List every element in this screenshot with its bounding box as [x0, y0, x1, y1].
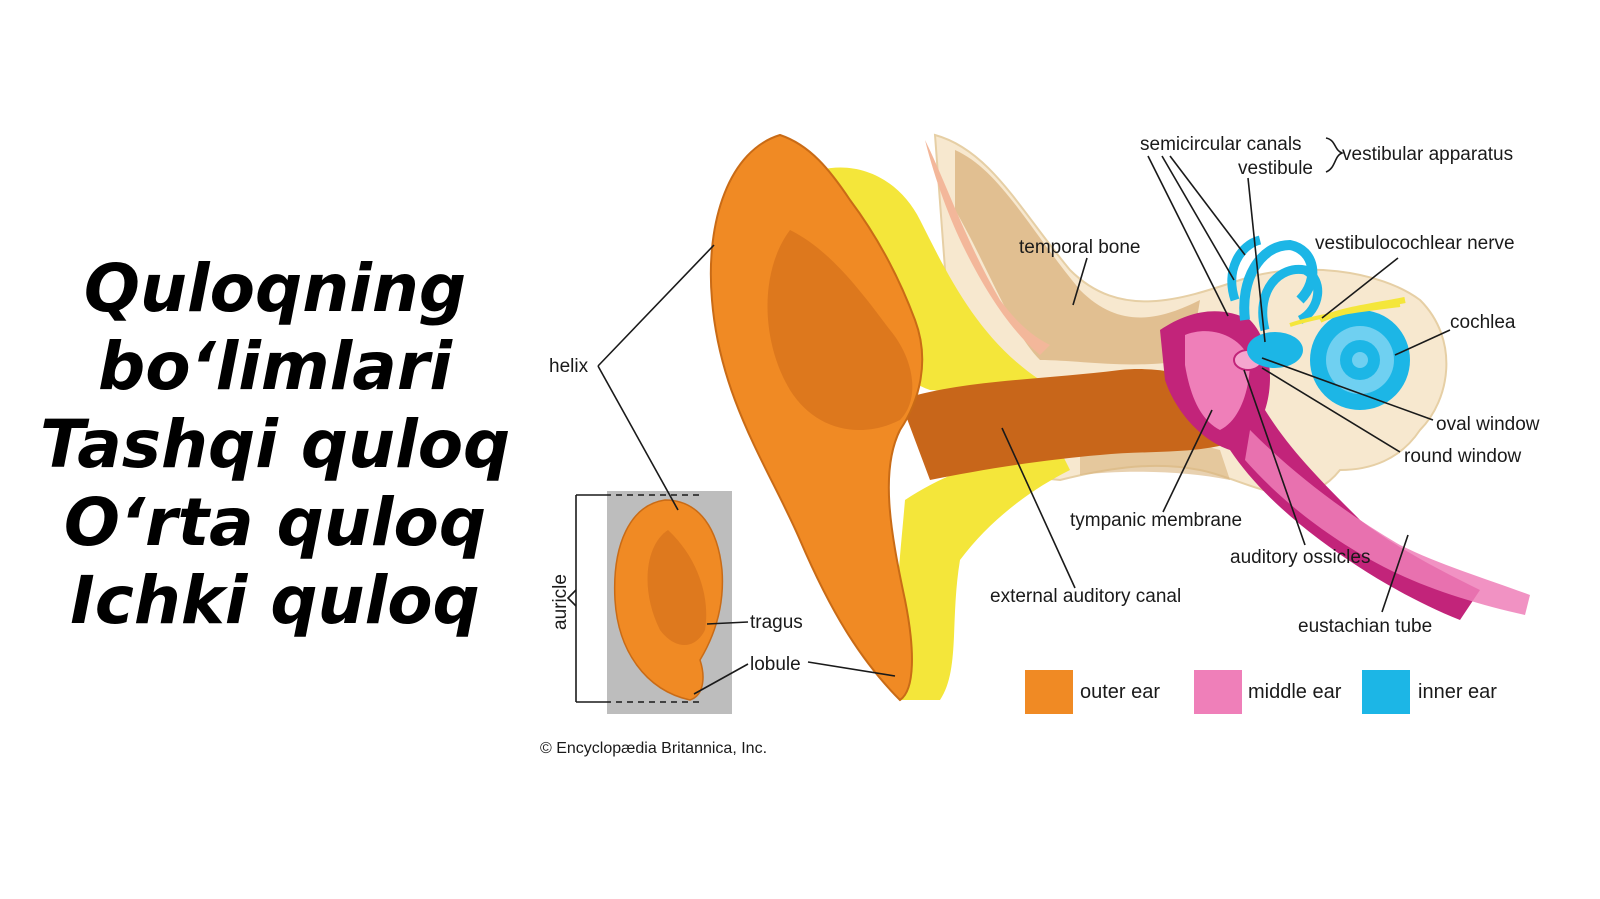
- concha-shape: [767, 230, 913, 430]
- label-temporal-bone: temporal bone: [1019, 237, 1140, 258]
- slide-title: Quloqning bo‘limlari Tashqi quloq O‘rta …: [40, 250, 510, 640]
- leader-lines: [597, 137, 1451, 695]
- auricle-inset: [566, 491, 732, 714]
- tympanic-cavity: [1185, 331, 1250, 430]
- label-vestibule: vestibule: [1238, 158, 1313, 179]
- auricle-shape: [709, 133, 924, 702]
- label-vestibulocochlear-nerve: vestibulocochlear nerve: [1315, 233, 1515, 254]
- label-tympanic-membrane: tympanic membrane: [1070, 510, 1242, 531]
- legend-label-outer-ear: outer ear: [1080, 681, 1160, 703]
- label-auricle: auricle: [550, 574, 571, 630]
- copyright-credit: © Encyclopædia Britannica, Inc.: [540, 740, 767, 757]
- legend-swatch-outer-ear: [1025, 670, 1073, 714]
- label-tragus: tragus: [750, 612, 803, 633]
- legend-swatch-middle-ear: [1194, 670, 1242, 714]
- ear-cross-section-illustration: [709, 133, 1530, 702]
- label-eustachian-tube: eustachian tube: [1298, 616, 1432, 637]
- legend: outer ear middle ear inner ear: [1025, 670, 1497, 714]
- title-line-4: O‘rta quloq: [63, 484, 487, 561]
- label-helix: helix: [549, 356, 589, 377]
- title-line-1: Quloqning: [83, 250, 467, 327]
- label-round-window: round window: [1404, 446, 1522, 467]
- title-line-3: Tashqi quloq: [40, 406, 511, 483]
- label-external-auditory-canal: external auditory canal: [990, 586, 1181, 607]
- label-vestibular-apparatus: vestibular apparatus: [1342, 144, 1513, 165]
- eustachian-tube-shape: [1245, 430, 1530, 615]
- label-semicircular-canals: semicircular canals: [1140, 134, 1302, 155]
- cartilage-tissue-lower: [895, 450, 1070, 700]
- spongy-bone-texture: [955, 150, 1200, 365]
- label-oval-window: oval window: [1436, 414, 1540, 435]
- legend-label-inner-ear: inner ear: [1418, 681, 1497, 703]
- title-line-5: Ichki quloq: [70, 562, 480, 639]
- title-line-2: bo‘limlari: [97, 328, 452, 405]
- external-auditory-canal-shape: [900, 369, 1240, 480]
- label-lobule: lobule: [750, 654, 801, 675]
- label-cochlea: cochlea: [1450, 312, 1516, 333]
- label-auditory-ossicles: auditory ossicles: [1230, 547, 1370, 568]
- diagram-labels: helix auricle tragus lobule semicircular…: [549, 134, 1540, 675]
- legend-label-middle-ear: middle ear: [1248, 681, 1342, 703]
- legend-swatch-inner-ear: [1362, 670, 1410, 714]
